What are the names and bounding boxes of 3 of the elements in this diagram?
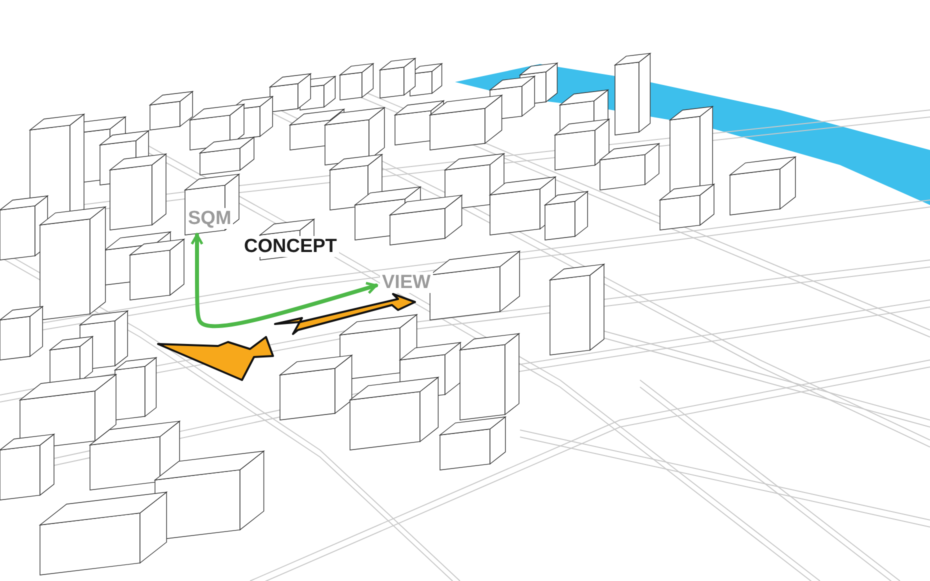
map-label: VIEW [380, 272, 433, 293]
map-label: SQM [186, 208, 234, 229]
arrow [190, 233, 378, 328]
